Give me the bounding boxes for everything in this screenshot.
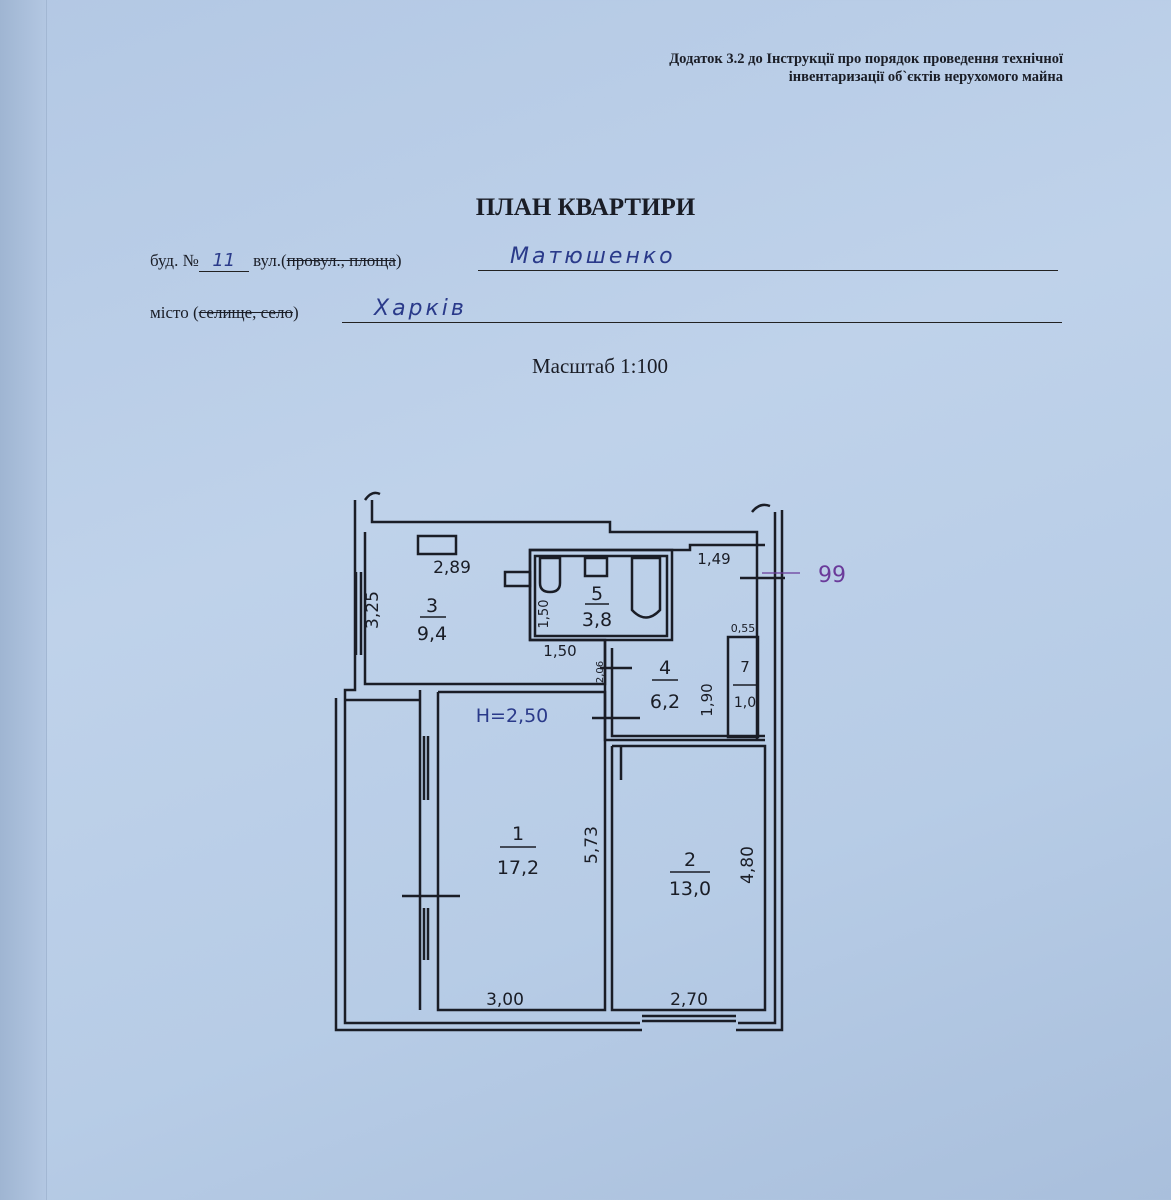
room-3-area: 9,4 <box>417 623 447 645</box>
room-5-number: 5 <box>591 583 603 605</box>
room-1-area: 17,2 <box>497 857 539 879</box>
city-field: Харків <box>342 296 1062 323</box>
dim-2-89: 2,89 <box>433 558 471 578</box>
street-label: вул.( <box>253 251 287 270</box>
dim-2-70: 2,70 <box>670 990 708 1010</box>
room-2-number: 2 <box>684 849 696 871</box>
room-4-number: 4 <box>659 657 671 679</box>
room-3-number: 3 <box>426 595 438 617</box>
dim-1-50: 1,50 <box>543 642 576 660</box>
dim-2-06: 2,06 <box>595 661 606 683</box>
room-labels: 3 9,4 5 3,8 4 6,2 7 1,0 1 17,2 2 13,0 <box>417 583 757 900</box>
dim-0-55: 0,55 <box>731 622 756 635</box>
room-5-area: 3,8 <box>582 609 612 631</box>
header-line-1: Додаток 3.2 до Інструкції про порядок пр… <box>669 51 1063 67</box>
dim-1-90: 1,90 <box>698 683 716 716</box>
header-line-2: інвентаризації об`єктів нерухомого майна <box>788 69 1063 85</box>
page-edge <box>0 0 47 1200</box>
building-number: 11 <box>198 250 249 272</box>
building-label: буд. № <box>150 251 199 270</box>
street-field: Матюшенко <box>478 244 1058 271</box>
dimensions: 2,89 3,25 1,50 1,50 1,49 0,55 2,06 1,90 … <box>363 550 758 1010</box>
street-struck: провул., площа <box>286 251 396 270</box>
dim-4-80: 4,80 <box>738 846 758 884</box>
appendix-header: Додаток 3.2 до Інструкції про порядок пр… <box>669 50 1063 86</box>
street-close: ) <box>395 251 402 270</box>
city-label: місто ( <box>150 303 199 322</box>
walls <box>334 491 785 1032</box>
room-4-area: 6,2 <box>650 691 680 713</box>
city-line: місто (селище, село) <box>150 303 299 323</box>
dim-3-00: 3,00 <box>486 990 524 1010</box>
room-2-area: 13,0 <box>669 878 711 900</box>
city-close: ) <box>292 303 299 322</box>
room-1-number: 1 <box>512 823 524 845</box>
dim-3-25: 3,25 <box>363 591 383 629</box>
dim-1-50-vertical: 1,50 <box>537 600 552 629</box>
document-title: ПЛАН КВАРТИРИ <box>475 194 696 221</box>
dim-1-49: 1,49 <box>697 550 730 568</box>
room-7-area: 1,0 <box>734 695 756 711</box>
street-value: Матюшенко <box>510 244 676 269</box>
ceiling-height-note: H=2,50 <box>476 705 549 727</box>
room-7-number: 7 <box>740 658 750 676</box>
city-struck: селище, село <box>198 303 293 322</box>
scale-label: Масштаб 1:100 <box>531 354 668 378</box>
dim-5-73: 5,73 <box>582 826 602 864</box>
city-value: Харків <box>374 296 467 321</box>
side-note: 99 <box>818 563 846 588</box>
